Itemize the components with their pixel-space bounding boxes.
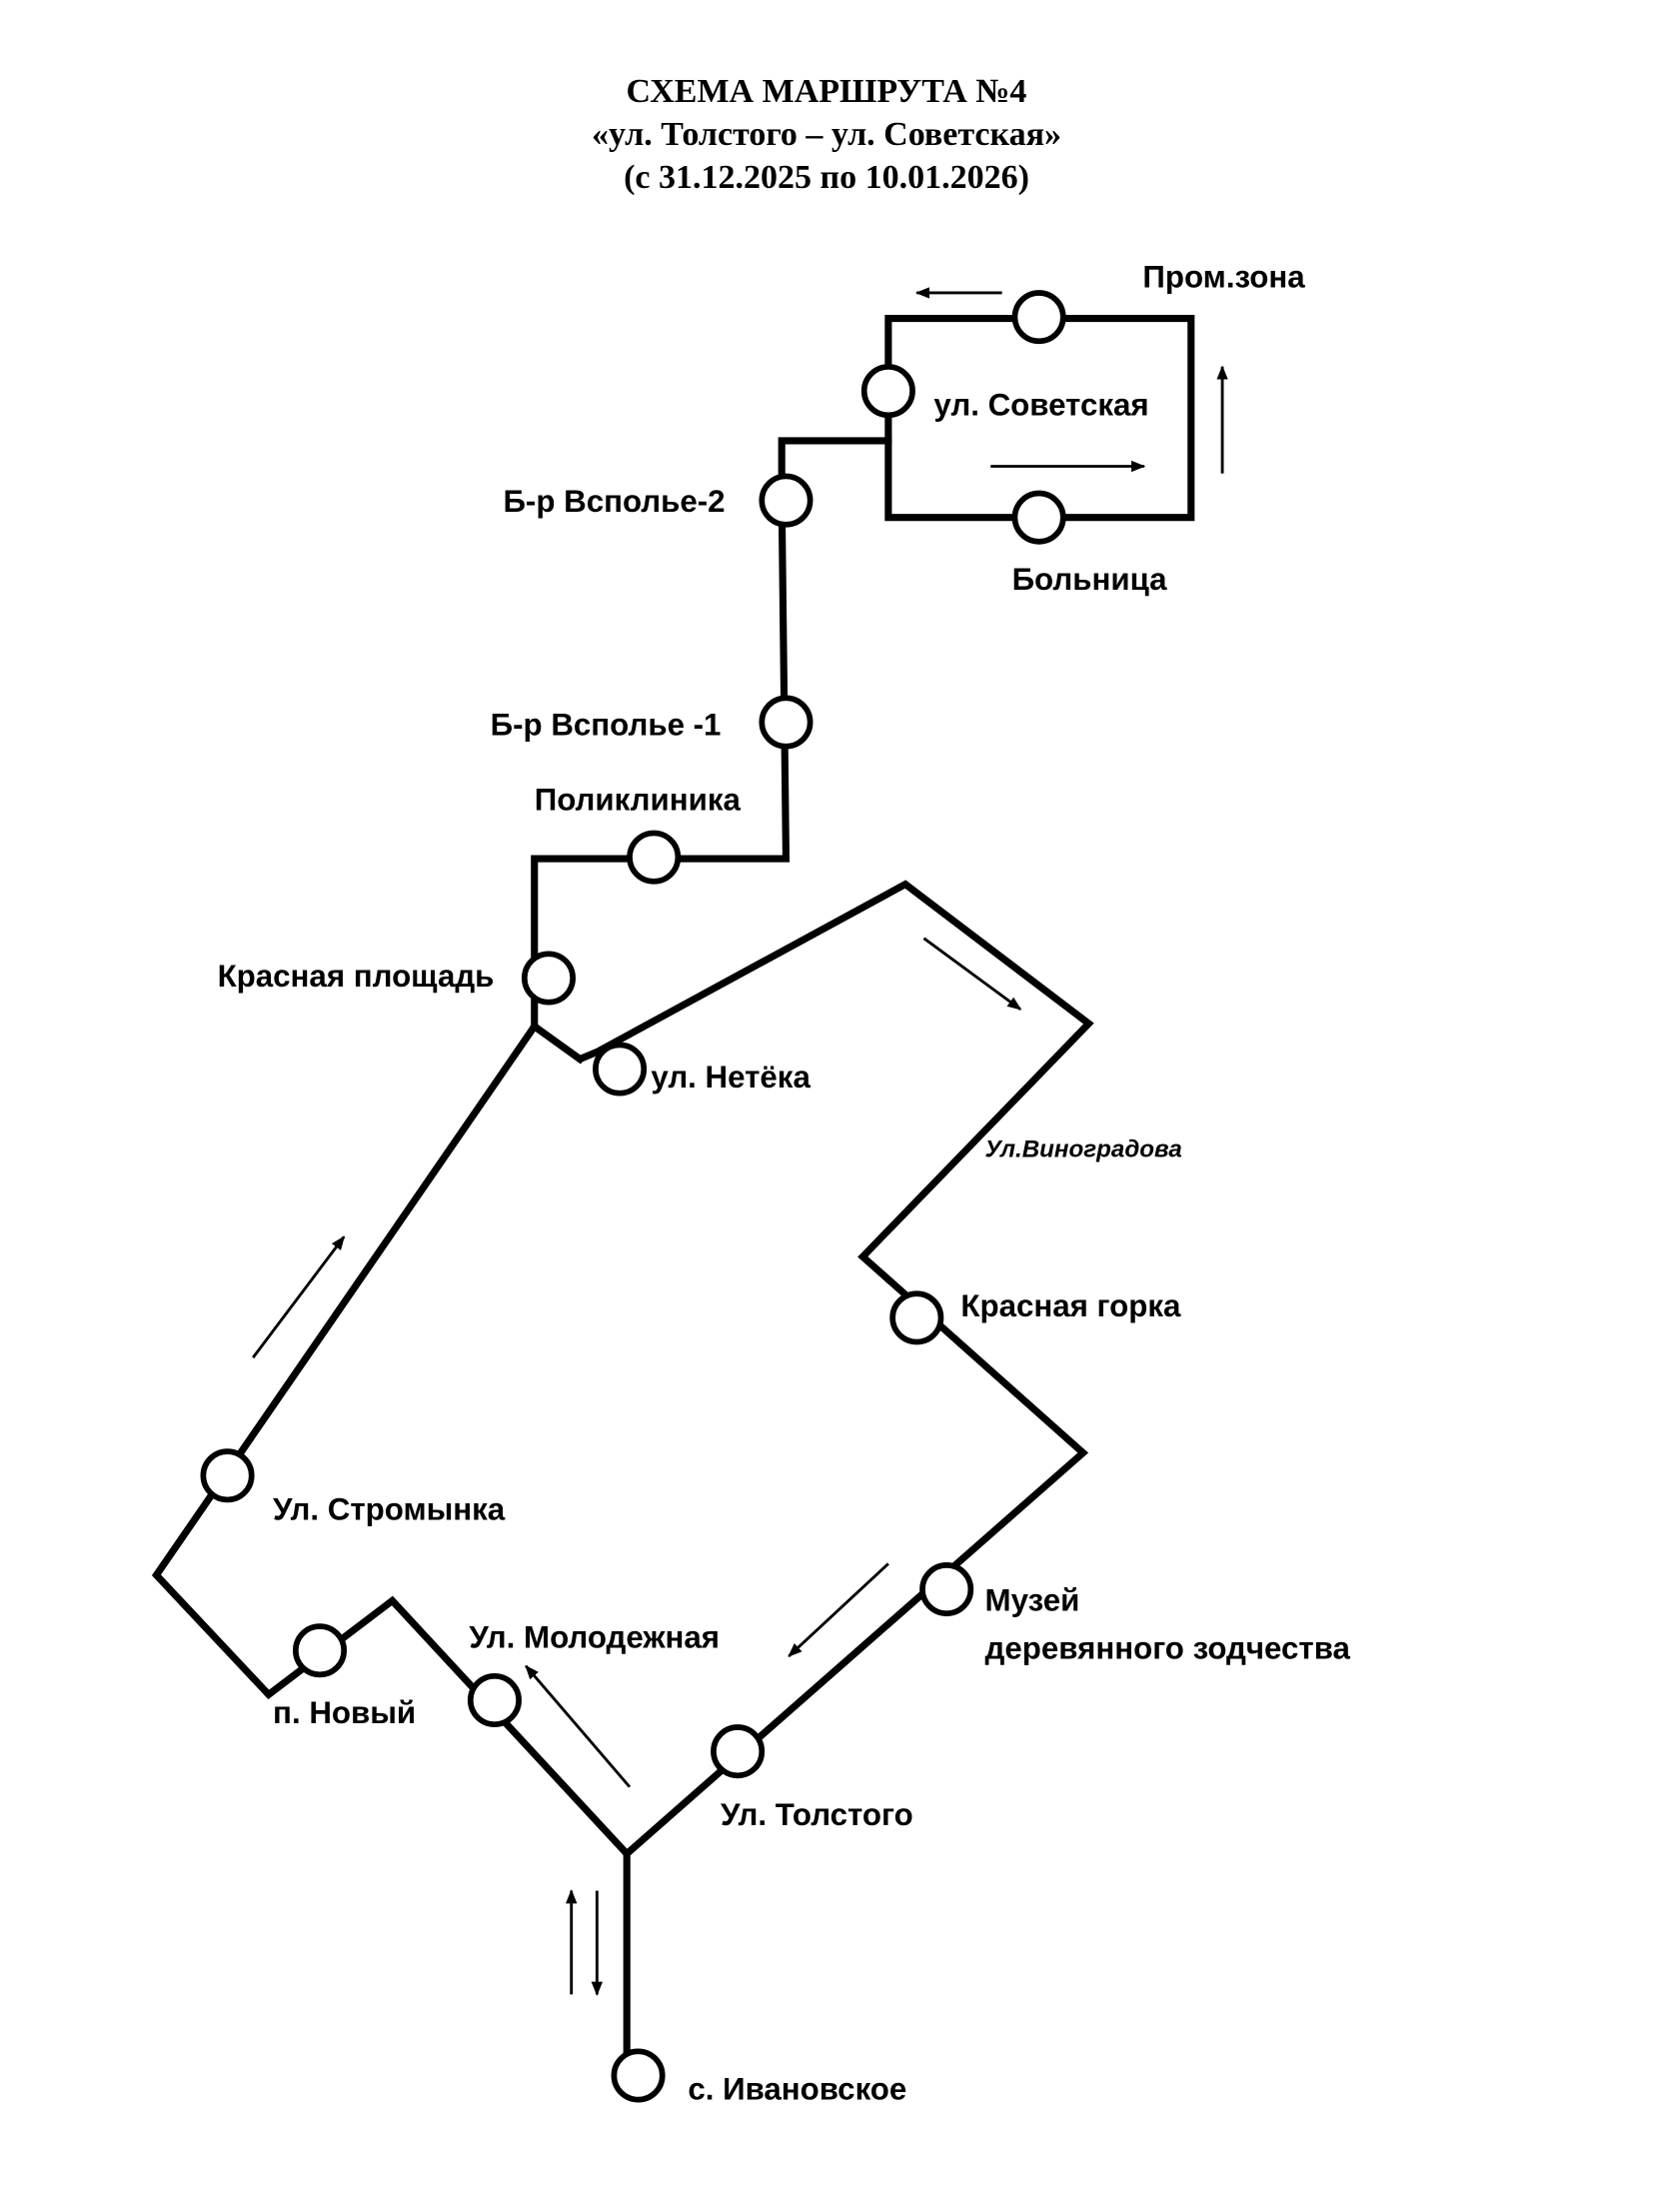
direction-arrow-southwest [788, 1562, 889, 1657]
stop-marker-stromynka[interactable] [200, 1448, 255, 1503]
direction-arrow-northeast [252, 1235, 346, 1359]
route-name: «ул. Толстого – ул. Советская» [591, 116, 1061, 153]
stop-label-muzey-line2: деревянного зодчества [985, 1631, 1351, 1666]
stop-marker-krasnaya-ploshchad[interactable] [521, 951, 576, 1006]
stop-label-promzona: Пром.зона [1142, 259, 1305, 294]
stop-marker-promzona[interactable] [1011, 290, 1066, 345]
street-label-vinogradova: Ул.Виноградова [985, 1136, 1182, 1163]
stop-marker-ivanovskoe[interactable] [611, 2048, 666, 2103]
stop-marker-tolstogo[interactable] [711, 1724, 766, 1779]
stop-label-krasnaya-ploshchad: Красная площадь [218, 959, 495, 994]
stop-label-krasnaya-gorka: Красная горка [960, 1288, 1181, 1323]
stop-label-vspolye2: Б-р Всполье-2 [503, 484, 725, 519]
title-block: СХЕМА МАРШРУТА №4 «ул. Толстого – ул. Со… [0, 70, 1653, 199]
stop-label-sovetskaya: ул. Советская [933, 387, 1148, 422]
stop-label-bolnitsa: Больница [1012, 562, 1168, 597]
stop-label-tolstogo: Ул. Толстого [721, 1797, 913, 1832]
stop-label-novyy: п. Новый [273, 1695, 416, 1730]
stop-marker-sovetskaya[interactable] [860, 364, 915, 419]
stop-marker-poliklinika[interactable] [627, 830, 682, 885]
stop-marker-bolnitsa[interactable] [1011, 490, 1066, 545]
stop-marker-neteka[interactable] [593, 1042, 648, 1097]
stop-label-stromynka: Ул. Стромынка [273, 1491, 506, 1526]
stop-label-molodezhnaya: Ул. Молодежная [469, 1619, 720, 1654]
stop-marker-muzey[interactable] [919, 1562, 974, 1617]
validity-period: (с 31.12.2025 по 10.01.2026) [624, 159, 1029, 196]
schema-title: СХЕМА МАРШРУТА №4 [626, 73, 1027, 110]
stop-marker-novyy[interactable] [292, 1623, 348, 1678]
route-segment-vspolye [531, 437, 892, 1031]
stop-marker-molodezhnaya[interactable] [467, 1672, 522, 1728]
route-segment-east [529, 880, 1094, 1859]
stop-label-muzey-line1: Музей [985, 1582, 1080, 1617]
stop-marker-vspolye2[interactable] [759, 473, 814, 528]
stop-label-neteka: ул. Нетёка [651, 1060, 811, 1095]
direction-arrow-southeast [922, 937, 1022, 1011]
route-loop-sovetskaya [884, 315, 1195, 522]
stop-marker-krasnaya-gorka[interactable] [889, 1290, 944, 1345]
route-segment-west [151, 1021, 633, 1859]
direction-arrow-northwest [525, 1664, 632, 1788]
stop-marker-vspolye1[interactable] [759, 695, 814, 750]
stop-label-poliklinika: Поликлиника [535, 783, 742, 818]
stop-label-vspolye1: Б-р Всполье -1 [491, 707, 722, 742]
stop-label-ivanovskoe: с. Ивановское [688, 2072, 906, 2107]
